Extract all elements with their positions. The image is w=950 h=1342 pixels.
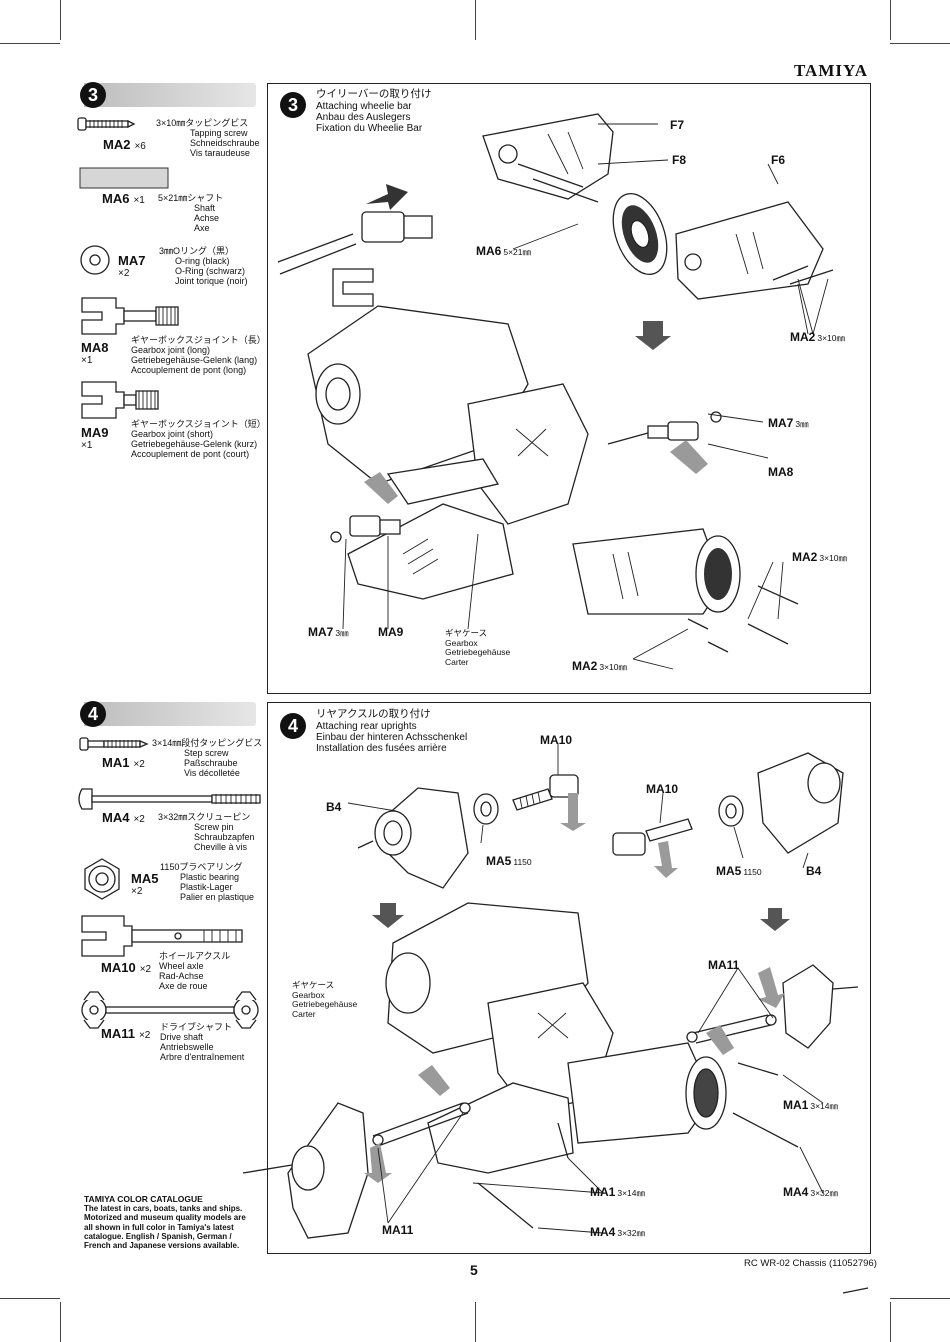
plastic-bearing-icon (84, 858, 120, 900)
crop-mark (890, 1298, 950, 1299)
crop-mark (890, 1302, 891, 1342)
callout-ma11-left: MA11 (382, 1223, 414, 1237)
part-code-ma4: MA4×2 (102, 810, 145, 825)
gearbox-joint-short-icon (81, 381, 159, 419)
crop-mark (60, 1302, 61, 1342)
callout-ma11-right: MA11 (708, 958, 740, 972)
step-screw-icon (79, 737, 149, 751)
part-code-ma9: MA9×1 (81, 425, 109, 451)
part-code-ma10: MA10×2 (101, 960, 152, 975)
callout-f6: F6 (771, 153, 786, 167)
step3-diagram-panel: 3 ウイリーバーの取り付け Attaching wheelie bar Anba… (267, 83, 871, 694)
callout-f7: F7 (670, 118, 685, 132)
page-number: 5 (470, 1262, 478, 1278)
step3-parts-header-bar (84, 83, 256, 107)
part-code-ma1: MA1×2 (102, 755, 145, 770)
part-desc-ma9: ギヤーボックスジョイント（短） Gearbox joint (short) Ge… (131, 419, 266, 459)
wheel-axle-icon (81, 915, 243, 957)
callout-ma9: MA9 (378, 625, 404, 639)
crop-mark (890, 43, 950, 44)
part-desc-ma4: 3×32㎜スクリューピン Screw pin Schraubzapfen Che… (158, 812, 255, 852)
part-code-ma8: MA8×1 (81, 340, 109, 366)
brand-logo: TAMIYA (793, 61, 868, 80)
color-catalogue-note: TAMIYA COLOR CATALOGUE The latest in car… (84, 1194, 252, 1251)
step3-badge: 3 (280, 92, 306, 118)
crop-mark (475, 0, 476, 40)
catalogue-body: The latest in cars, boats, tanks and shi… (84, 1204, 246, 1251)
callout-b4-right: B4 (806, 864, 822, 878)
tapping-screw-icon (77, 117, 136, 131)
gearbox-label-step3: ギヤケース Gearbox Getriebegehäuse Carter (445, 628, 511, 667)
crop-mark (890, 0, 891, 40)
part-desc-ma7: 3㎜Oリング（黒） O-ring (black) O-Ring (schwarz… (159, 246, 248, 286)
part-desc-ma1: 3×14㎜段付タッピングビス Step screw Paßschraube Vi… (152, 738, 263, 778)
gearbox-joint-long-icon (81, 297, 179, 335)
part-desc-ma5: 1150プラベアリング Plastic bearing Plastik-Lage… (160, 862, 255, 902)
part-desc-ma11: ドライブシャフト Drive shaft Antriebswelle Arbre… (160, 1022, 245, 1062)
step3-exploded-diagram (277, 113, 834, 670)
crop-mark (475, 1302, 476, 1342)
part-code-ma2: MA2×6 (103, 137, 146, 152)
crop-mark (0, 43, 60, 44)
part-desc-ma2: 3×10㎜タッピングビス Tapping screw Schneidschrau… (156, 118, 260, 158)
callout-ma10-right: MA10 (646, 782, 679, 796)
step4-parts-header-bar (84, 702, 256, 726)
step4-parts-badge: 4 (80, 701, 106, 727)
part-code-ma11: MA11×2 (101, 1026, 151, 1041)
crop-mark (0, 1298, 60, 1299)
step3-parts-badge: 3 (80, 82, 106, 108)
crop-mark (60, 0, 61, 40)
screw-pin-icon (78, 788, 261, 810)
part-desc-ma8: ギヤーボックスジョイント（長） Gearbox joint (long) Get… (131, 335, 266, 375)
step4-title: リヤアクスルの取り付け Attaching rear uprights Einb… (316, 708, 468, 755)
callout-b4-left: B4 (326, 800, 342, 814)
catalogue-heading: TAMIYA COLOR CATALOGUE (84, 1194, 203, 1204)
step4-badge: 4 (280, 713, 306, 739)
callout-ma8: MA8 (768, 465, 794, 479)
shaft-icon (79, 167, 169, 189)
step4-exploded-diagram (242, 743, 869, 1294)
callout-ma10-left: MA10 (540, 733, 573, 747)
part-code-ma6: MA6×1 (102, 191, 145, 206)
callout-f8: F8 (672, 153, 687, 167)
drive-shaft-icon (81, 991, 259, 1029)
o-ring-icon (80, 245, 110, 275)
gearbox-label-step4: ギヤケース Gearbox Getriebegehäuse Carter (292, 980, 358, 1019)
step3-title: ウイリーバーの取り付け Attaching wheelie bar Anbau … (316, 88, 432, 135)
part-desc-ma10: ホイールアクスル Wheel axle Rad-Achse Axe de rou… (159, 951, 231, 991)
part-desc-ma6: 5×21㎜シャフト Shaft Achse Axe (158, 193, 224, 233)
step4-diagram-panel: 4 リヤアクスルの取り付け Attaching rear uprights Ei… (242, 702, 871, 1294)
part-code-ma7: MA7×2 (118, 253, 146, 279)
part-code-ma5: MA5×2 (131, 871, 159, 897)
document-reference: RC WR-02 Chassis (11052796) (744, 1258, 877, 1269)
